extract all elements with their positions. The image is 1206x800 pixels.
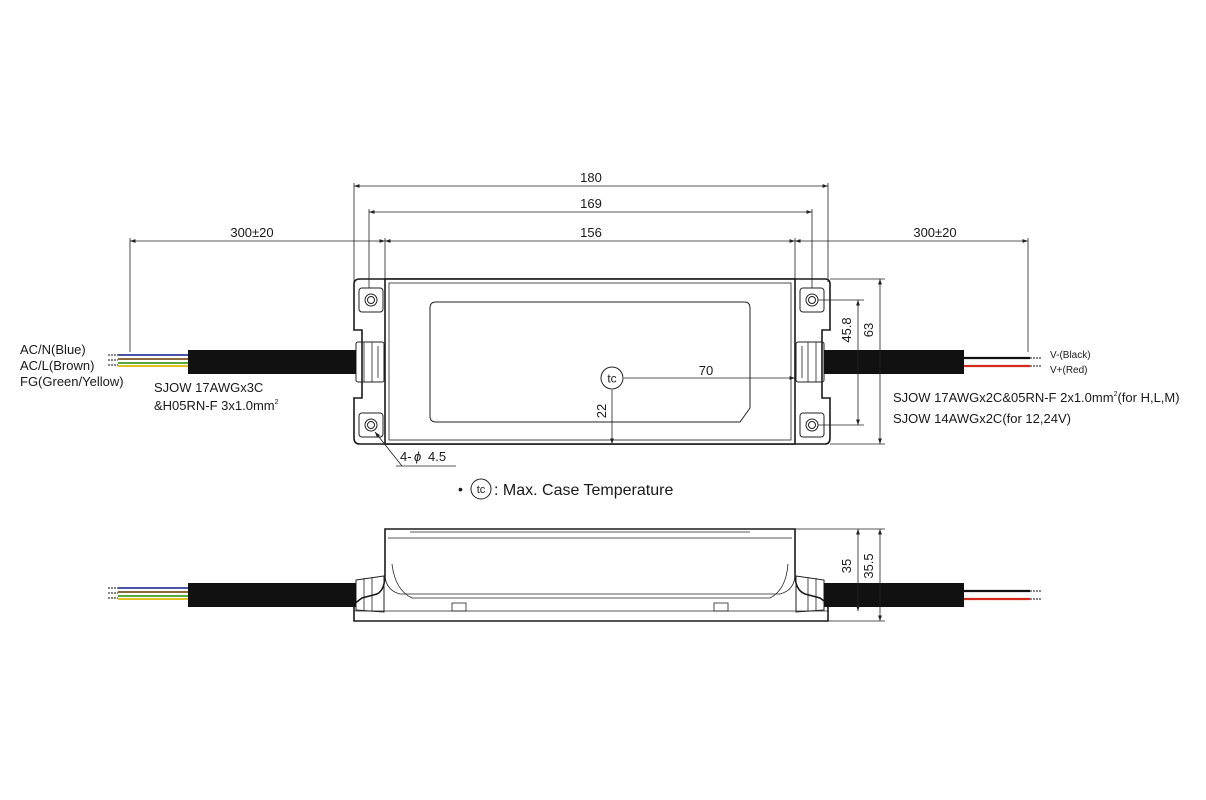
dim-tc-x: 70 [699,363,713,378]
label-ac-n: AC/N(Blue) [20,342,86,357]
housing [384,278,796,445]
side-view: 35 35.5 [108,528,1042,622]
dim-body-length: 156 [580,225,602,240]
dim-right-cable: 300±20 [913,225,956,240]
input-wires [108,354,188,367]
dim-mount-spacing: 169 [580,196,602,211]
label-v-pos: V+(Red) [1050,365,1088,376]
input-labels: AC/N(Blue) AC/L(Brown) FG(Green/Yellow) … [20,342,279,413]
housing-inner-edge [388,282,792,441]
label-area [429,301,751,423]
dim-height: 35 [839,559,854,573]
dim-hole-spacing: 45.8 [839,317,854,342]
label-ac-l: AC/L(Brown) [20,358,94,373]
output-wires [964,356,1042,368]
side-right-gland [795,575,825,613]
mounting-hole [358,287,384,313]
tc-measure-point: tc 70 22 [594,363,795,444]
label-fg: FG(Green/Yellow) [20,374,124,389]
dim-tc-y: 22 [594,404,609,418]
dim-left-cable: 300±20 [230,225,273,240]
output-cable-spec-2: SJOW 14AWGx2C(for 12,24V) [893,411,1071,426]
tc-symbol: tc [607,372,616,386]
tc-legend: • tc : Max. Case Temperature [458,478,673,500]
label-v-neg: V-(Black) [1050,350,1091,361]
top-dimensions: 180 169 156 300±20 300±20 45.8 63 4- ϕ 4… [129,170,1029,467]
input-cable [188,350,356,374]
output-cable [824,350,964,374]
legend-text: : Max. Case Temperature [494,482,673,499]
top-view: tc 70 22 [108,278,1042,445]
side-housing [353,528,829,622]
dim-hole-count: 4- [400,449,412,464]
input-cable-spec-1: SJOW 17AWGx3C [154,380,263,395]
input-cable-spec-2: &H05RN-F 3x1.0mm2 [154,398,279,413]
dim-overall-length: 180 [580,170,602,185]
mounting-hole [358,412,384,438]
legend-bullet: • [458,481,463,497]
dim-hole-diameter: 4.5 [428,449,446,464]
output-labels: V-(Black) V+(Red) SJOW 17AWGx2C&05RN-F 2… [893,350,1180,426]
dim-height-total: 35.5 [861,553,876,578]
diameter-icon: ϕ [414,449,421,464]
output-cable-spec-1: SJOW 17AWGx2C&05RN-F 2x1.0mm2(for H,L,M) [893,390,1180,405]
dim-width: 63 [861,323,876,337]
legend-tc-symbol: tc [477,484,486,496]
